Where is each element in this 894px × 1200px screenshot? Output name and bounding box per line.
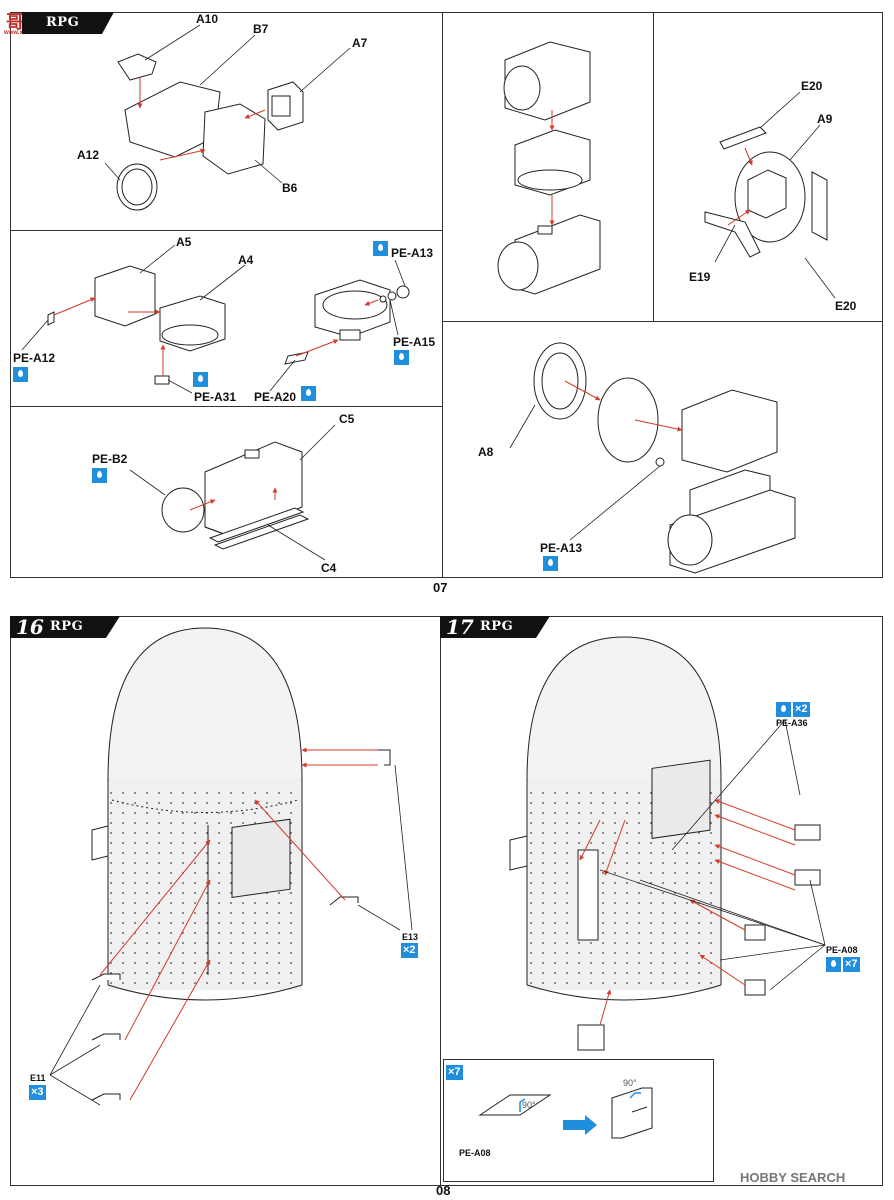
label-pe-a36: PE-A36	[776, 718, 808, 728]
inset-count: ×7	[446, 1065, 463, 1080]
label-e19: E19	[689, 270, 711, 284]
label-e13: E13	[402, 932, 419, 942]
label-pe-a08: PE-A08	[826, 945, 858, 955]
e13-count: ×2	[401, 943, 418, 958]
pe-a08-paint-icon	[826, 957, 841, 972]
label-pe-a13: PE-A13	[391, 246, 434, 260]
label-e20-bottom: E20	[835, 299, 857, 313]
label-a8: A8	[478, 445, 494, 459]
label-c5: C5	[339, 412, 355, 426]
inset-label-pe-a08: PE-A08	[459, 1148, 491, 1158]
label-e11: E11	[30, 1073, 46, 1083]
label-pe-a20: PE-A20	[254, 390, 297, 404]
top-drawings	[21, 24, 836, 574]
label-pe-a31: PE-A31	[194, 390, 237, 404]
pe-a13-paint-icon	[373, 241, 388, 256]
pe-a13-b-paint-icon	[543, 556, 558, 571]
label-a7: A7	[352, 36, 368, 50]
corner-watermark: 哥	[6, 12, 24, 32]
pe-a20-paint-icon	[301, 386, 316, 401]
label-a10: A10	[196, 12, 219, 26]
pe-a36-paint-icon	[776, 702, 791, 717]
label-b7: B7	[253, 22, 269, 36]
pe-a36-count: ×2	[793, 702, 810, 717]
label-c4: C4	[321, 561, 337, 575]
watermark-hobby-search: HOBBY SEARCH	[740, 1170, 846, 1185]
page-number-top: 07	[433, 580, 448, 595]
label-a5: A5	[176, 235, 192, 249]
pe-b2-paint-icon	[92, 468, 107, 483]
label-pe-a15: PE-A15	[393, 335, 436, 349]
page-number-bottom: 08	[436, 1183, 451, 1198]
panel-final-sensor	[442, 321, 883, 578]
label-pe-b2: PE-B2	[92, 452, 128, 466]
top-logo-bar: RPG	[22, 12, 114, 34]
label-pe-a12: PE-A12	[13, 351, 56, 365]
label-a12: A12	[77, 148, 100, 162]
step-16-header: 16 RPG	[10, 616, 120, 638]
panel-step-17-inset	[443, 1059, 714, 1182]
label-a9: A9	[817, 112, 833, 126]
label-e20-top: E20	[801, 79, 823, 93]
step-17-header: 17 RPG	[440, 616, 550, 638]
pe-a15-paint-icon	[394, 350, 409, 365]
label-b6: B6	[282, 181, 298, 195]
pe-a31-paint-icon	[193, 372, 208, 387]
label-pe-a13-b: PE-A13	[540, 541, 583, 555]
inset-angle-1: 90°	[522, 1100, 536, 1110]
e11-count: ×3	[29, 1085, 46, 1100]
pe-a08-count: ×7	[843, 957, 860, 972]
pe-a12-paint-icon	[13, 367, 28, 382]
label-a4: A4	[238, 253, 254, 267]
inset-angle-2: 90°	[623, 1078, 637, 1088]
